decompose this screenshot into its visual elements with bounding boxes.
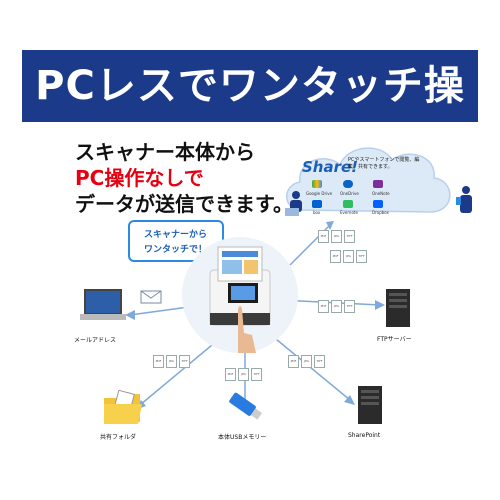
file-doc: TIFF [344,230,355,243]
cloud-title: Share! [302,158,359,176]
email-target-label: メールアドレス [74,337,117,344]
usb-target-label: 本体USBメモリー [218,434,267,441]
file-doc: JPG [166,355,177,368]
file-doc: PDF [225,368,236,381]
sharepoint-target-label: SharePoint [348,432,381,439]
cloud-shape [286,147,451,213]
scanner-device [182,237,298,353]
file-type-group: PDF JPG TIFF [288,355,325,368]
service-label: Google Drive [306,191,333,196]
file-doc: PDF [318,230,329,243]
headline-line2: PC操作なしで [75,166,204,190]
file-doc: JPG [238,368,249,381]
file-type-group: PDF JPG TIFF [318,230,355,243]
evernote-icon [343,200,353,208]
cloud-subtitle: PCやスマートフォンで閲覧、編集、共有できます。 [348,157,420,170]
onenote-icon [373,180,383,188]
shared-folder-label: 共有フォルダ [100,434,137,441]
banner-title: PCレスでワンタッチ操作 [35,63,465,181]
service-label: Evernote [340,210,358,215]
file-doc: PDF [318,300,329,313]
title-banner: PCレスでワンタッチ操作 [22,50,478,181]
service-label: Dropbox [372,210,389,215]
file-doc: TIFF [251,368,262,381]
envelope-icon [140,290,162,304]
service-label: box [313,210,321,215]
google-drive-icon [312,180,322,188]
file-doc: TIFF [356,250,367,263]
file-doc: PDF [153,355,164,368]
usb-memory-icon [229,392,263,420]
ftp-server-icon [386,289,410,327]
file-doc: TIFF [344,300,355,313]
dropbox-icon [373,200,383,208]
person-laptop-icon [285,191,302,216]
laptop-icon [80,289,126,320]
file-doc: JPG [331,300,342,313]
file-doc: JPG [343,250,354,263]
service-label: OneDrive [340,191,359,196]
service-label: OneNote [372,191,390,196]
headline-line3: データが送信できます。 [75,192,293,216]
callout-line1: スキャナーから [144,230,208,240]
callout-line2: ワンタッチで！ [144,245,208,255]
sharepoint-server-icon [358,386,382,424]
file-doc: PDF [288,355,299,368]
ftp-target-label: FTPサーバー [377,336,412,343]
file-type-group: PDF JPG TIFF [318,300,355,313]
folder-icon [104,390,142,424]
file-type-group: PDF JPG TIFF [225,368,262,381]
file-doc: PDF [330,250,341,263]
file-doc: TIFF [179,355,190,368]
person-phone-icon [456,186,472,213]
file-type-group: PDF JPG TIFF [153,355,190,368]
file-type-group: PDF JPG TIFF [330,250,367,263]
file-doc: JPG [331,230,342,243]
file-doc: TIFF [314,355,325,368]
headline-line1: スキャナー本体から [75,140,255,164]
box-icon [312,200,322,208]
onedrive-icon [343,180,353,188]
file-doc: JPG [301,355,312,368]
